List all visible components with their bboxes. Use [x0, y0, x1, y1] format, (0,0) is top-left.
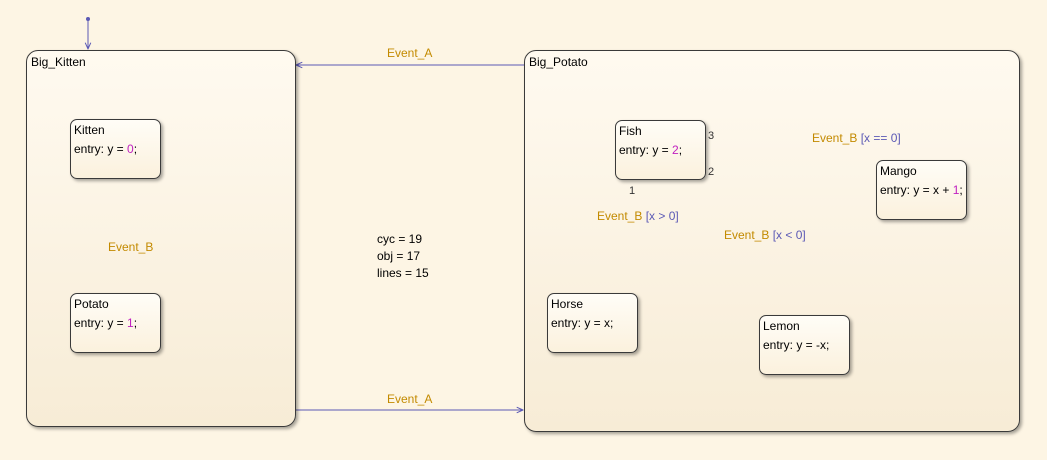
stat-obj: obj = 17	[377, 249, 421, 263]
execution-order-fish-horse: 1	[629, 185, 636, 197]
state-name: Kitten	[74, 123, 105, 137]
transition-label-fish-horse[interactable]: Event_B [x > 0]	[597, 209, 679, 223]
execution-order-fish-mango: 3	[708, 130, 715, 142]
execution-order-fish-lemon: 2	[708, 166, 715, 178]
state-name: Fish	[619, 124, 642, 138]
state-name: Potato	[74, 297, 109, 311]
entry-action: entry: y = x;	[551, 316, 614, 330]
stat-lines: lines = 15	[377, 266, 429, 280]
state-potato[interactable]: Potato entry: y = 1;	[70, 293, 161, 353]
state-lemon[interactable]: Lemon entry: y = -x;	[759, 315, 850, 375]
entry-action: entry: y = 2;	[619, 143, 683, 157]
transition-label-event-a-bottom[interactable]: Event_A	[387, 392, 433, 406]
transition-label-event-a-top[interactable]: Event_A	[387, 46, 433, 60]
state-kitten[interactable]: Kitten entry: y = 0;	[70, 119, 161, 179]
superstate-title: Big_Potato	[529, 55, 588, 69]
superstate-big-kitten[interactable]: Big_Kitten	[26, 50, 296, 427]
model-stats: cyc = 19 obj = 17 lines = 15	[377, 231, 429, 282]
state-mango[interactable]: Mango entry: y = x + 1;	[876, 160, 967, 220]
entry-action: entry: y = x + 1;	[880, 183, 963, 197]
entry-action: entry: y = 1;	[74, 316, 138, 330]
state-fish[interactable]: Fish entry: y = 2;	[615, 120, 706, 180]
transition-label-fish-lemon[interactable]: Event_B [x < 0]	[724, 228, 806, 242]
transition-label-kitten-potato[interactable]: Event_B	[108, 240, 154, 254]
superstate-title: Big_Kitten	[31, 55, 86, 69]
state-horse[interactable]: Horse entry: y = x;	[547, 293, 638, 353]
entry-action: entry: y = 0;	[74, 142, 138, 156]
transition-label-fish-mango[interactable]: Event_B [x == 0]	[812, 131, 901, 145]
state-name: Lemon	[763, 319, 800, 333]
state-name: Mango	[880, 164, 917, 178]
state-name: Horse	[551, 297, 584, 311]
entry-action: entry: y = -x;	[763, 338, 830, 352]
stat-cyc: cyc = 19	[377, 232, 423, 246]
